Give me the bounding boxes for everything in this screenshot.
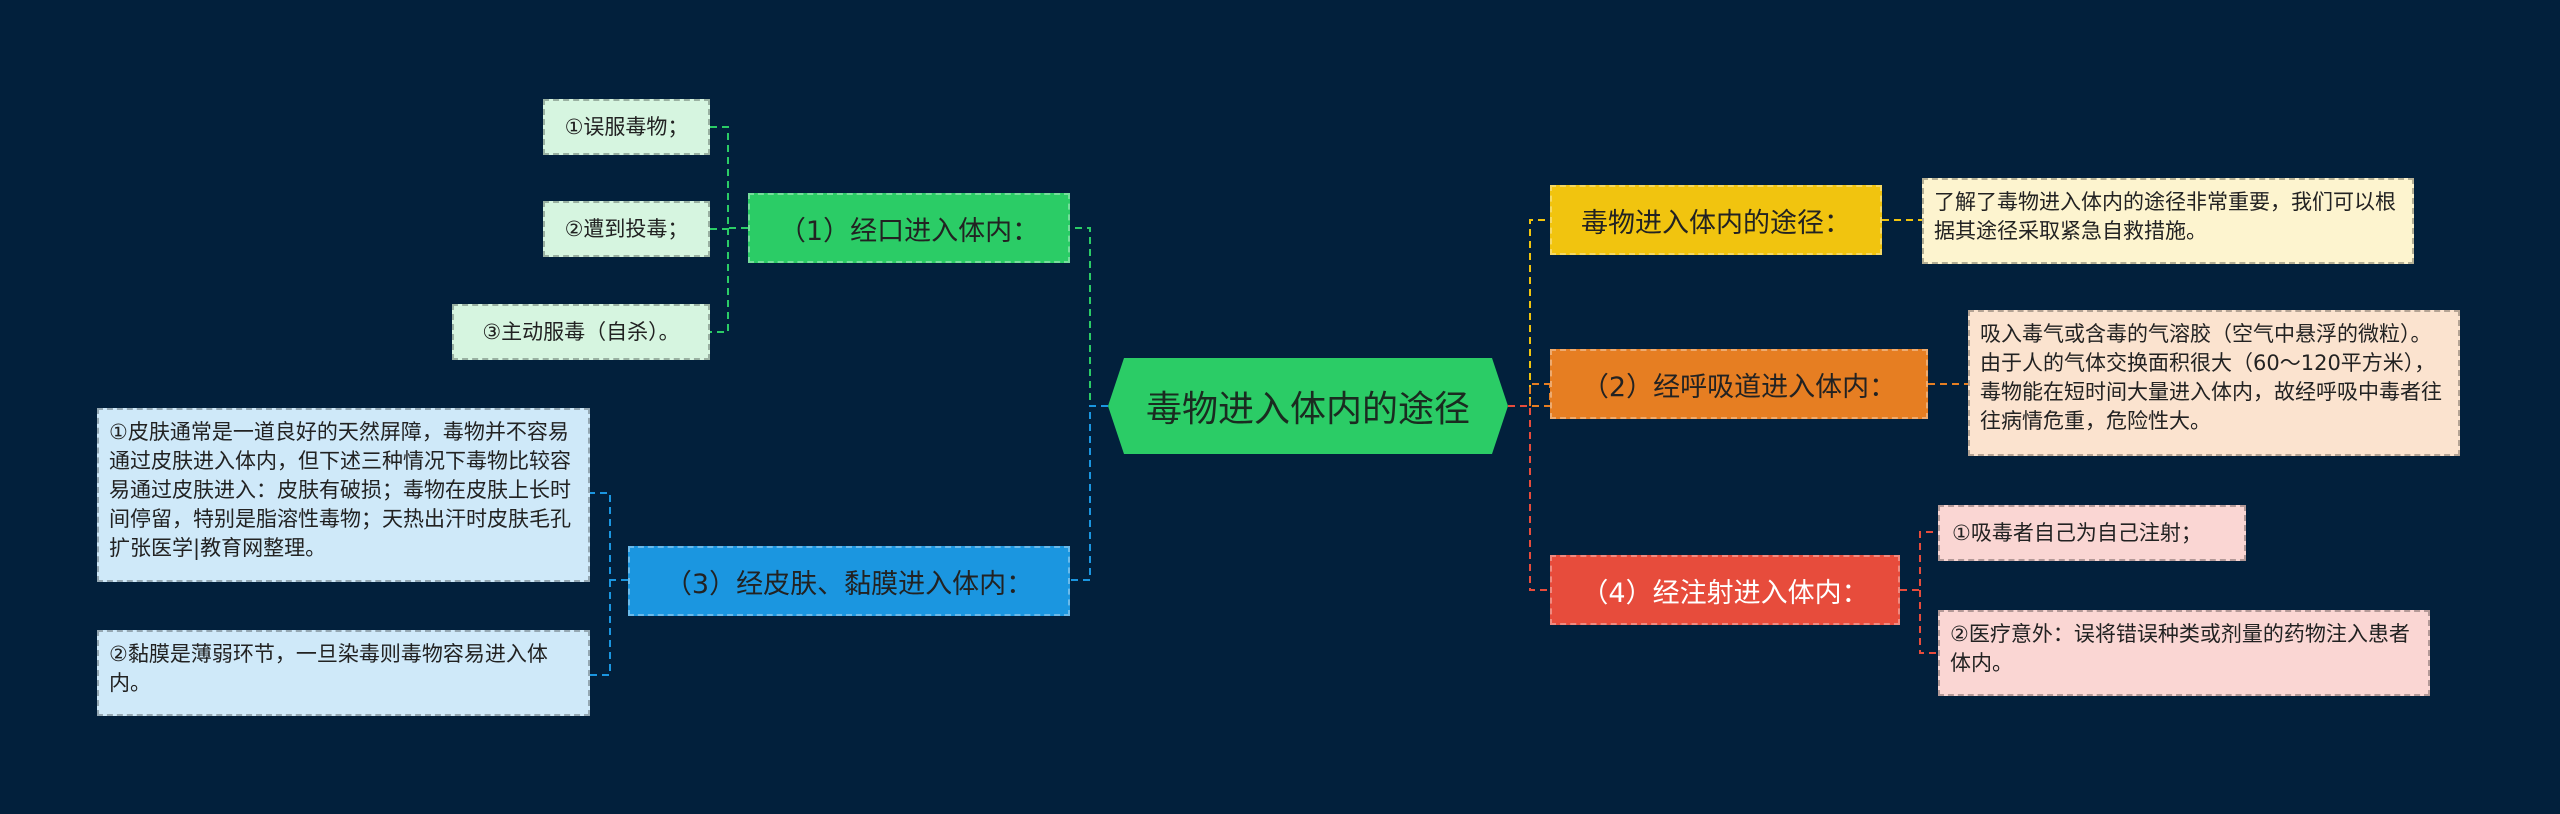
leaf-skin-2[interactable]: ②黏膜是薄弱环节，一旦染毒则毒物容易进入体内。	[97, 630, 590, 716]
link-root-oral	[1070, 227, 1108, 407]
branch-skin[interactable]: （3）经皮肤、黏膜进入体内：	[628, 546, 1070, 616]
link-root-breath2	[1529, 383, 1550, 406]
leaf-skin-1[interactable]: ①皮肤通常是一道良好的天然屏障，毒物并不容易通过皮肤进入体内，但下述三种情况下毒…	[97, 408, 590, 582]
link-root-breath	[1508, 384, 1551, 407]
root-label: 毒物进入体内的途径	[1145, 389, 1470, 430]
leaf-oral-2[interactable]: ②遭到投毒；	[543, 201, 710, 257]
leaf-breath-1-text: 吸入毒气或含毒的气溶胶（空气中悬浮的微粒）。由于人的气体交换面积很大（60～12…	[1980, 322, 2442, 433]
leaf-intro-1[interactable]: 了解了毒物进入体内的途径非常重要，我们可以根据其途径采取紧急自救措施。	[1922, 178, 2414, 264]
leaf-oral-3-text: ③主动服毒（自杀）。	[482, 319, 680, 344]
leaf-inject-2[interactable]: ②医疗意外：误将错误种类或剂量的药物注入患者体内。	[1938, 610, 2430, 696]
leaf-skin-2-text: ②黏膜是薄弱环节，一旦染毒则毒物容易进入体内。	[109, 642, 548, 695]
link-oral-leaves	[710, 126, 748, 333]
leaf-oral-2-text: ②遭到投毒；	[564, 216, 689, 241]
leaf-oral-3[interactable]: ③主动服毒（自杀）。	[452, 304, 710, 360]
leaf-oral-1[interactable]: ①误服毒物；	[543, 99, 710, 155]
link-root-skin	[1070, 405, 1108, 581]
branch-inject[interactable]: （4）经注射进入体内：	[1550, 555, 1900, 625]
leaf-inject-1-text: ①吸毒者自己为自己注射；	[1952, 520, 2202, 545]
leaf-breath-1[interactable]: 吸入毒气或含毒的气溶胶（空气中悬浮的微粒）。由于人的气体交换面积很大（60～12…	[1968, 310, 2460, 456]
leaf-oral-1-text: ①误服毒物；	[564, 114, 689, 139]
branch-intro-label: 毒物进入体内的途径：	[1581, 207, 1851, 239]
branch-oral[interactable]: （1）经口进入体内：	[748, 193, 1070, 263]
branch-oral-label: （1）经口进入体内：	[778, 215, 1040, 247]
link-root-inject	[1508, 405, 1550, 591]
branch-intro[interactable]: 毒物进入体内的途径：	[1550, 185, 1882, 255]
branch-inject-label: （4）经注射进入体内：	[1581, 577, 1869, 609]
link-skin-leaves	[590, 492, 628, 676]
branch-breath-label: （2）经呼吸道进入体内：	[1581, 371, 1897, 403]
link-inject-leaves	[1900, 531, 1938, 654]
branch-skin-label: （3）经皮肤、黏膜进入体内：	[664, 568, 1034, 600]
leaf-inject-2-text: ②医疗意外：误将错误种类或剂量的药物注入患者体内。	[1950, 622, 2410, 675]
link-root-intro	[1508, 219, 1550, 407]
root-node[interactable]: 毒物进入体内的途径	[1108, 358, 1508, 454]
branch-breath[interactable]: （2）经呼吸道进入体内：	[1550, 349, 1928, 419]
leaf-inject-1[interactable]: ①吸毒者自己为自己注射；	[1938, 505, 2246, 561]
leaf-intro-1-text: 了解了毒物进入体内的途径非常重要，我们可以根据其途径采取紧急自救措施。	[1934, 190, 2396, 243]
leaf-skin-1-text: ①皮肤通常是一道良好的天然屏障，毒物并不容易通过皮肤进入体内，但下述三种情况下毒…	[109, 420, 571, 560]
